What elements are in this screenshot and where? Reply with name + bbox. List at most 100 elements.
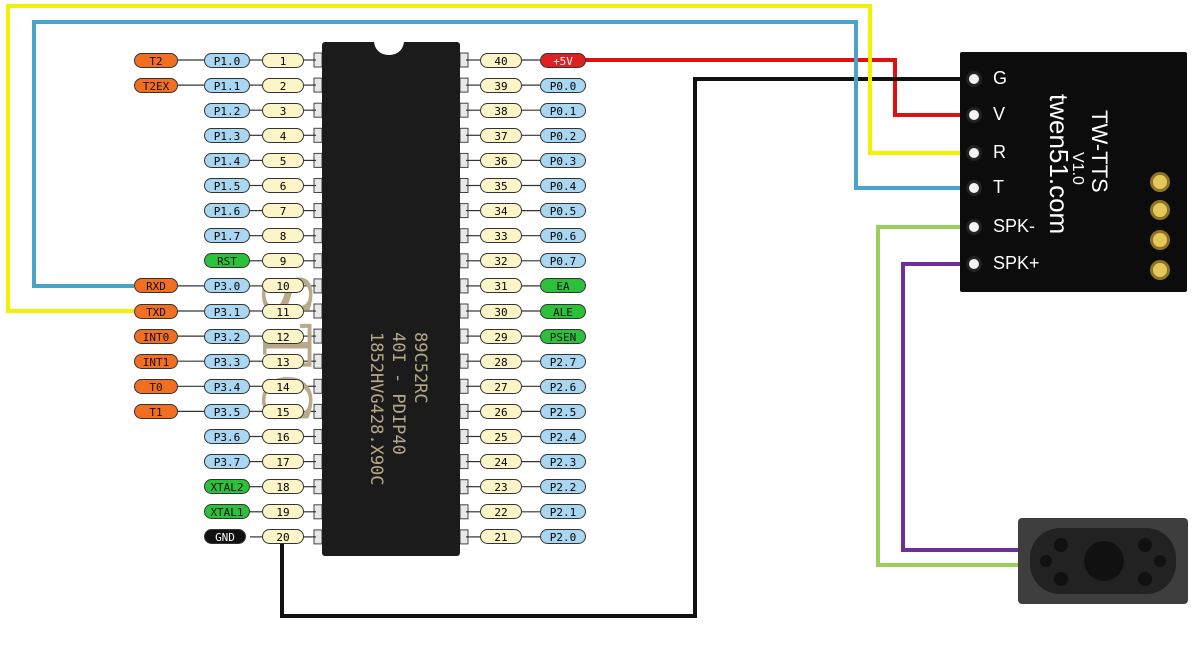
- pin-label-p0-6: P0.6: [540, 228, 586, 244]
- pin-number-11: 11: [262, 303, 304, 319]
- pin-label-p1-2: P1.2: [204, 102, 250, 118]
- speaker-hole: [1054, 572, 1068, 586]
- pin-number-1: 1: [262, 52, 304, 68]
- pin-label-p3-6: P3.6: [204, 429, 250, 444]
- pin-number-12: 12: [262, 328, 304, 344]
- wire-txd: [6, 4, 974, 313]
- pin-label-gnd: GND: [204, 529, 246, 545]
- speaker-hole: [1054, 538, 1068, 552]
- chip-model-line-2: 40I - PDIP40: [388, 332, 408, 455]
- pin-number-3: 3: [262, 102, 304, 118]
- pin-label-p3-7: P3.7: [204, 454, 250, 470]
- pin-label-p0-0: P0.0: [540, 77, 586, 93]
- pin-number-38: 38: [480, 102, 522, 118]
- pin-label-p2-1: P2.1: [540, 504, 586, 520]
- func-label-txd: TXD: [134, 303, 178, 319]
- pin-number-4: 4: [262, 127, 304, 143]
- module-pin-label-v: V: [993, 104, 1006, 124]
- module-pin-hole: [966, 145, 982, 161]
- pin-label-p1-6: P1.6: [204, 203, 250, 219]
- pin-number-26: 26: [480, 403, 522, 419]
- pin-label-p2-6: P2.6: [540, 378, 586, 394]
- pin-number-20: 20: [262, 529, 304, 545]
- pin-number-7: 7: [262, 203, 304, 219]
- pin-number-33: 33: [480, 228, 522, 244]
- pin-number-27: 27: [480, 378, 522, 394]
- pin-label-p0-5: P0.5: [540, 203, 586, 219]
- pin-number-19: 19: [262, 504, 304, 520]
- pin-label-psen: PSEN: [540, 328, 586, 344]
- pin-label-p3-1: P3.1: [204, 303, 250, 319]
- pin-number-32: 32: [480, 253, 522, 269]
- pin-label-rst: RST: [204, 253, 250, 269]
- speaker-hole: [1154, 555, 1166, 567]
- module-pin-hole: [966, 219, 982, 235]
- pin-number-25: 25: [480, 429, 522, 444]
- wires-layer: [6, 4, 1030, 618]
- wire-rxd: [32, 20, 974, 288]
- pin-label-p2-4: P2.4: [540, 429, 586, 444]
- pin-label-p2-7: P2.7: [540, 353, 586, 369]
- pin-number-35: 35: [480, 178, 522, 193]
- pin-label-p1-7: P1.7: [204, 228, 250, 244]
- pin-label-p1-1: P1.1: [204, 77, 250, 93]
- mcu-chip: STC 89C52RC 40I - PDIP40 1852HVG428.X90C: [247, 41, 460, 556]
- module-title: TW-TTS: [1087, 110, 1112, 193]
- module-pad-1: [1150, 172, 1170, 192]
- pin-label-p2-3: P2.3: [540, 454, 586, 470]
- func-label-int0: INT0: [134, 328, 178, 344]
- pin-number-21: 21: [480, 529, 522, 545]
- pin-label--5v: +5V: [540, 52, 586, 68]
- pin-number-18: 18: [262, 479, 304, 495]
- module-pad-3: [1150, 230, 1170, 250]
- func-label-rxd: RXD: [134, 278, 178, 294]
- pin-number-28: 28: [480, 353, 522, 369]
- module-pin-label-spk-: SPK-: [993, 216, 1036, 236]
- pin-number-24: 24: [480, 454, 522, 470]
- pin-label-ale: ALE: [540, 303, 586, 319]
- pin-number-37: 37: [480, 127, 522, 143]
- module-pad-2: [1150, 200, 1170, 220]
- pin-label-p0-4: P0.4: [540, 178, 586, 193]
- pin-label-p3-0: P3.0: [204, 278, 250, 294]
- module-pin-hole: [966, 107, 982, 123]
- func-label-t1: T1: [134, 403, 178, 419]
- chip-model-line-1: 89C52RC: [410, 332, 430, 404]
- pin-label-ea: EA: [540, 278, 586, 294]
- chip-model-line-3: 1852HVG428.X90C: [366, 332, 386, 486]
- pin-label-p3-4: P3.4: [204, 378, 250, 394]
- speaker-grille: [1030, 528, 1176, 594]
- wire-vcc: [584, 58, 974, 117]
- module-site: twen51.com: [1044, 94, 1074, 235]
- pin-number-15: 15: [262, 403, 304, 419]
- pin-label-p0-7: P0.7: [540, 253, 586, 269]
- pin-number-14: 14: [262, 378, 304, 394]
- pin-label-p2-2: P2.2: [540, 479, 586, 495]
- speaker-hole: [1040, 555, 1052, 567]
- module-pin-hole: [966, 180, 982, 196]
- pin-label-p3-3: P3.3: [204, 353, 250, 369]
- pin-number-36: 36: [480, 152, 522, 168]
- pin-number-30: 30: [480, 303, 522, 319]
- pin-number-8: 8: [262, 228, 304, 244]
- chip-notch: [374, 41, 404, 55]
- pin-label-p1-0: P1.0: [204, 52, 250, 68]
- wire-gnd: [280, 77, 974, 618]
- pin-number-40: 40: [480, 52, 522, 68]
- func-label-t2ex: T2EX: [134, 77, 178, 93]
- func-label-int1: INT1: [134, 353, 178, 369]
- pin-number-22: 22: [480, 504, 522, 520]
- module-pin-hole: [966, 256, 982, 272]
- func-label-t0: T0: [134, 378, 178, 394]
- pin-number-10: 10: [262, 278, 304, 294]
- speaker-hole: [1138, 538, 1152, 552]
- pin-number-2: 2: [262, 77, 304, 93]
- pin-number-31: 31: [480, 278, 522, 294]
- module-pin-label-g: G: [993, 68, 1008, 88]
- pin-label-p2-0: P2.0: [540, 529, 586, 545]
- pin-label-p0-3: P0.3: [540, 152, 586, 168]
- pin-number-5: 5: [262, 152, 304, 168]
- pin-label-p3-5: P3.5: [204, 403, 250, 419]
- speaker: [1018, 518, 1188, 604]
- pin-label-p1-5: P1.5: [204, 178, 250, 193]
